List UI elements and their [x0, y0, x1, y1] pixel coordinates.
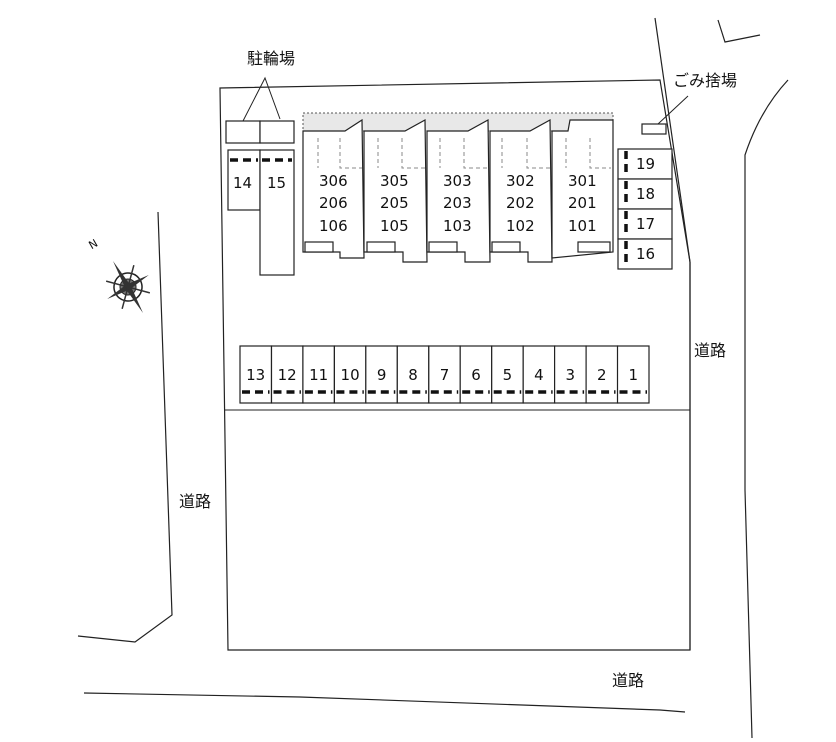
compass-north-label: N [87, 237, 101, 252]
road-label-south: 道路 [612, 671, 644, 690]
parking-label-16: 16 [636, 245, 655, 263]
unit-bottom: 105 [380, 217, 409, 235]
unit-bottom: 106 [319, 217, 348, 235]
entry-step [366, 241, 396, 253]
parking-label-3: 3 [566, 366, 576, 384]
building-column: 301 201 101 [551, 119, 614, 259]
parking-space: 10 [333, 345, 367, 404]
parking-label-13: 13 [246, 366, 265, 384]
building-column: 302 202 102 [489, 118, 553, 263]
parking-space: 4 [522, 345, 556, 404]
parking-space: 5 [491, 345, 524, 404]
parking-space: 1 [616, 345, 650, 404]
entry-step [491, 241, 521, 253]
parking-label-10: 10 [341, 366, 360, 384]
parking-label-5: 5 [503, 366, 513, 384]
partition-lines [377, 138, 425, 169]
bicycle-pointer-line [242, 76, 281, 122]
entry-step [304, 241, 334, 253]
apartment-building: 306 206 106 305 205 105 303 203 103 302 … [302, 112, 614, 263]
parking-label-8: 8 [408, 366, 418, 384]
unit-mid: 205 [380, 194, 409, 212]
road-east-right-edge [744, 79, 789, 739]
parking-right-column: 19 18 17 16 [617, 148, 673, 270]
parking-label-18: 18 [636, 185, 655, 203]
parking-space-15 [259, 149, 295, 276]
unit-mid: 202 [506, 194, 535, 212]
parking-label-19: 19 [636, 155, 655, 173]
parking-space: 16 [617, 238, 673, 270]
parking-space: 7 [428, 345, 461, 404]
compass-diagonals [105, 264, 151, 310]
road-label-east: 道路 [694, 341, 726, 360]
unit-top: 303 [443, 172, 472, 190]
partition-lines [501, 138, 550, 169]
bicycle-rack-right [259, 120, 295, 144]
entry-step [577, 241, 611, 253]
unit-mid: 201 [568, 194, 597, 212]
entry-step [428, 241, 458, 253]
bicycle-rack-left [225, 120, 261, 144]
parking-space: 2 [585, 345, 619, 404]
compass-icon [105, 261, 151, 313]
unit-top: 306 [319, 172, 348, 190]
parking-space: 12 [270, 345, 304, 404]
unit-top: 301 [568, 172, 597, 190]
unit-bottom: 102 [506, 217, 535, 235]
parking-space: 19 [617, 148, 673, 180]
parking-space: 6 [459, 345, 493, 404]
parking-label-4: 4 [534, 366, 544, 384]
partition-lines [565, 138, 611, 169]
parking-label-14: 14 [233, 174, 252, 192]
parking-space: 9 [365, 345, 398, 404]
road-northeast-corner [717, 19, 761, 43]
garbage-pointer-line [657, 95, 689, 125]
unit-bottom: 101 [568, 217, 597, 235]
unit-bottom: 103 [443, 217, 472, 235]
parking-label-17: 17 [636, 215, 655, 233]
building-outline [551, 119, 614, 259]
parking-space: 17 [617, 208, 673, 240]
parking-label-7: 7 [440, 366, 450, 384]
partition-lines [439, 138, 488, 169]
unit-top: 302 [506, 172, 535, 190]
parking-label-2: 2 [597, 366, 607, 384]
parking-label-12: 12 [278, 366, 297, 384]
parking-space: 8 [396, 345, 430, 404]
partition-lines [317, 138, 362, 169]
building-column: 303 203 103 [426, 118, 491, 263]
garbage-area: ごみ捨場 [641, 71, 737, 135]
bicycle-parking-label: 駐輪場 [247, 49, 295, 68]
lot-boundary [219, 79, 691, 651]
parking-space: 11 [302, 345, 335, 404]
parking-label-6: 6 [471, 366, 481, 384]
bicycle-parking: 駐輪場 [225, 49, 295, 144]
parking-left-pair: 14 15 [227, 149, 295, 276]
building-balcony-strip [302, 112, 614, 132]
building-column: 305 205 105 [363, 118, 428, 263]
parking-space: 18 [617, 178, 673, 210]
unit-top: 305 [380, 172, 409, 190]
building-outline [489, 118, 553, 263]
parking-bottom-row: 13 12 11 10 9 8 7 6 5 4 3 2 1 [239, 345, 650, 404]
garbage-box [641, 123, 667, 135]
road-west-edge [77, 211, 173, 643]
parking-label-9: 9 [377, 366, 387, 384]
parking-space: 3 [553, 345, 587, 404]
building-outline [426, 118, 491, 263]
road-label-west: 道路 [179, 492, 211, 511]
unit-mid: 206 [319, 194, 348, 212]
building-outline [363, 118, 428, 263]
parking-label-15: 15 [267, 174, 286, 192]
parking-label-1: 1 [629, 366, 639, 384]
garbage-area-label: ごみ捨場 [673, 71, 737, 90]
road-south-edge [83, 692, 686, 713]
parking-label-11: 11 [309, 366, 328, 384]
road-east-left-edge [654, 17, 691, 650]
unit-mid: 203 [443, 194, 472, 212]
parking-space: 13 [239, 345, 273, 404]
building-column: 306 206 106 [302, 118, 365, 259]
